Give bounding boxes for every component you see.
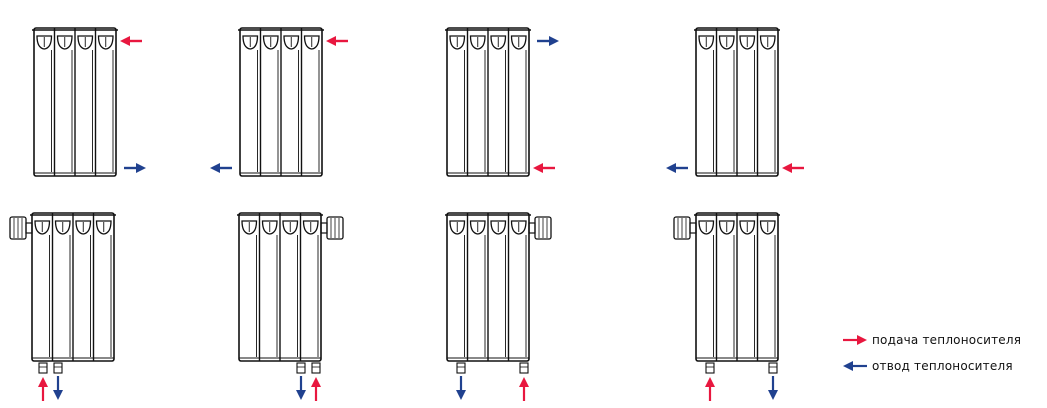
radiator-diagram-3 [445,27,531,177]
return-arrow-8-head [768,390,778,400]
valve-fitting [53,362,63,374]
section-collector [510,220,527,235]
return-arrow-5 [53,376,63,400]
section-collector [95,220,112,235]
section-collector [262,35,279,50]
supply-arrow-7-head [519,377,529,387]
right-arrow-icon [843,335,867,345]
return-arrow-4-head [666,163,676,173]
section-collector [283,35,300,50]
section-collector [718,220,735,235]
supply-arrow-3-head [533,163,543,173]
return-arrow-1-head [136,163,146,173]
valve-fitting [456,362,466,374]
radiator-diagram-8 [673,212,780,374]
valve-fitting [311,362,321,374]
arrows-layer [38,36,804,401]
section-collector [97,35,114,50]
return-arrow-6 [296,376,306,400]
supply-arrow-4 [782,163,804,173]
supply-arrow-3 [533,163,555,173]
legend-row-supply: подача теплоносителя [842,330,1021,350]
return-arrow-4 [666,163,688,173]
section-collector [449,220,466,235]
legend: подача теплоносителя отвод теплоносителя [842,330,1042,380]
valve-fitting [519,362,529,374]
section-collector [718,35,735,50]
section-collector [36,35,53,50]
radiator-diagram-1 [32,27,118,177]
supply-arrow-8-head [705,377,715,387]
supply-arrow-6-head [311,377,321,387]
return-arrow-6-head [296,390,306,400]
radiator-diagram-4 [694,27,780,177]
thermostat-body [25,222,33,234]
valve-fitting [38,362,48,374]
section-collector [759,35,776,50]
section-collector [490,220,507,235]
supply-arrow-8 [705,377,715,401]
section-collector [739,220,756,235]
section-collector [261,220,278,235]
supply-arrow-1 [120,36,142,46]
section-collector [302,220,319,235]
legend-supply-label: подача теплоносителя [872,333,1022,347]
thermostat-body [528,222,536,234]
supply-arrow-4-head [782,163,792,173]
return-arrow-5-head [53,390,63,400]
radiator-diagram-5 [9,212,116,374]
return-arrow-2-head [210,163,220,173]
supply-arrow-2-head [326,36,336,46]
return-arrow-3-head [549,36,559,46]
return-arrow-1 [124,163,146,173]
valve-fitting [296,362,306,374]
section-collector [698,35,715,50]
supply-arrow-7 [519,377,529,401]
radiator-diagram-2 [238,27,324,177]
legend-row-return: отвод теплоносителя [842,356,1013,376]
legend-return-label: отвод теплоносителя [872,359,1013,373]
supply-arrow-1-head [120,36,130,46]
section-collector [241,220,258,235]
section-collector [34,220,51,235]
supply-arrow-5-head [38,377,48,387]
supply-arrow-6 [311,377,321,401]
thermostat-body [320,222,328,234]
section-collector [739,35,756,50]
section-collector [303,35,320,50]
section-collector [56,35,73,50]
left-arrow-icon [843,361,867,371]
valve-fitting [768,362,778,374]
section-collector [490,35,507,50]
section-collector [759,220,776,235]
section-collector [510,35,527,50]
section-collector [282,220,299,235]
section-collector [469,35,486,50]
section-collector [75,220,92,235]
section-collector [449,35,466,50]
thermostat-body [689,222,697,234]
section-collector [242,35,259,50]
return-arrow-7-head [456,390,466,400]
supply-arrow-2 [326,36,348,46]
supply-arrow-5 [38,377,48,401]
valve-fitting [705,362,715,374]
section-collector [77,35,94,50]
radiators-layer [9,27,780,374]
section-collector [54,220,71,235]
radiator-diagram-6 [237,212,344,374]
return-arrow-3 [537,36,559,46]
return-arrow-8 [768,376,778,400]
radiator-diagram-7 [445,212,552,374]
return-arrow-7 [456,376,466,400]
section-collector [698,220,715,235]
section-collector [469,220,486,235]
return-arrow-2 [210,163,232,173]
